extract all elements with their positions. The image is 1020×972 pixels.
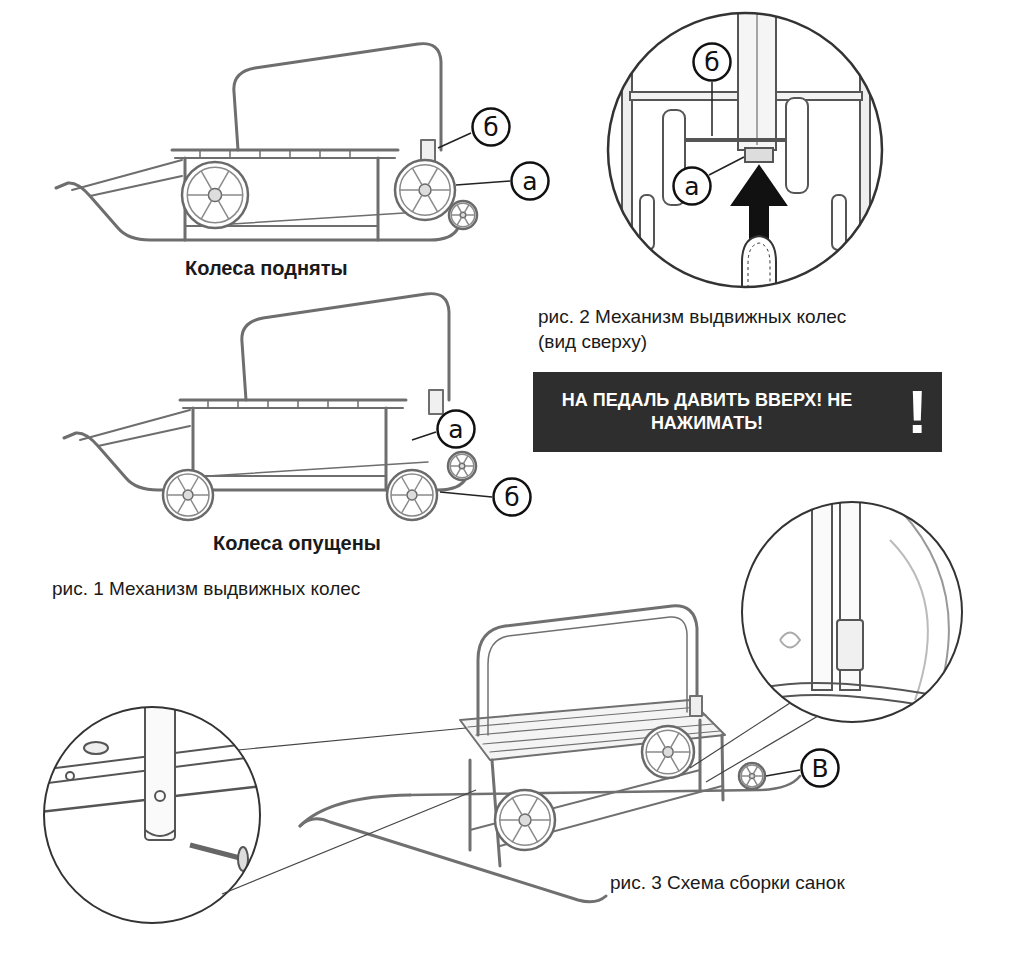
state-caption: Колеса опущены	[213, 530, 381, 556]
figure-caption: рис. 3 Схема сборки санок	[610, 871, 845, 896]
callout-circle: а	[510, 161, 550, 201]
callout-circle: б	[471, 107, 511, 147]
callout-letter: б	[504, 485, 519, 510]
sled-assembly	[300, 606, 800, 902]
mechanism-top-view	[608, 0, 882, 300]
callout-circle: б	[492, 477, 532, 517]
callout-letter: а	[684, 174, 699, 199]
figure-caption: рис. 1 Механизм выдвижных колес	[52, 577, 360, 602]
callout-circle: а	[672, 166, 712, 206]
callout-letter: В	[811, 756, 828, 781]
detail-zoom-left	[40, 700, 476, 923]
state-caption: Колеса подняты	[185, 255, 348, 281]
callout-circle: а	[436, 409, 476, 449]
exclamation-mark: !	[907, 381, 928, 443]
callout-letter: б	[483, 115, 498, 140]
callout-circle: б	[692, 42, 732, 82]
callout-letter: а	[448, 417, 463, 442]
callout-letter: б	[704, 50, 719, 75]
callout-letter: а	[522, 169, 537, 194]
sled-wheels-raised	[56, 44, 510, 240]
warning-text: НА ПЕДАЛЬ ДАВИТЬ ВВЕРХ! НЕ НАЖИМАТЬ!	[547, 389, 867, 436]
detail-zoom-right	[690, 500, 962, 782]
warning-banner: НА ПЕДАЛЬ ДАВИТЬ ВВЕРХ! НЕ НАЖИМАТЬ!!	[533, 372, 942, 452]
sled-wheels-lowered	[64, 294, 492, 520]
callout-circle: В	[800, 748, 840, 788]
figure-caption: рис. 2 Механизм выдвижных колес (вид све…	[538, 305, 888, 354]
